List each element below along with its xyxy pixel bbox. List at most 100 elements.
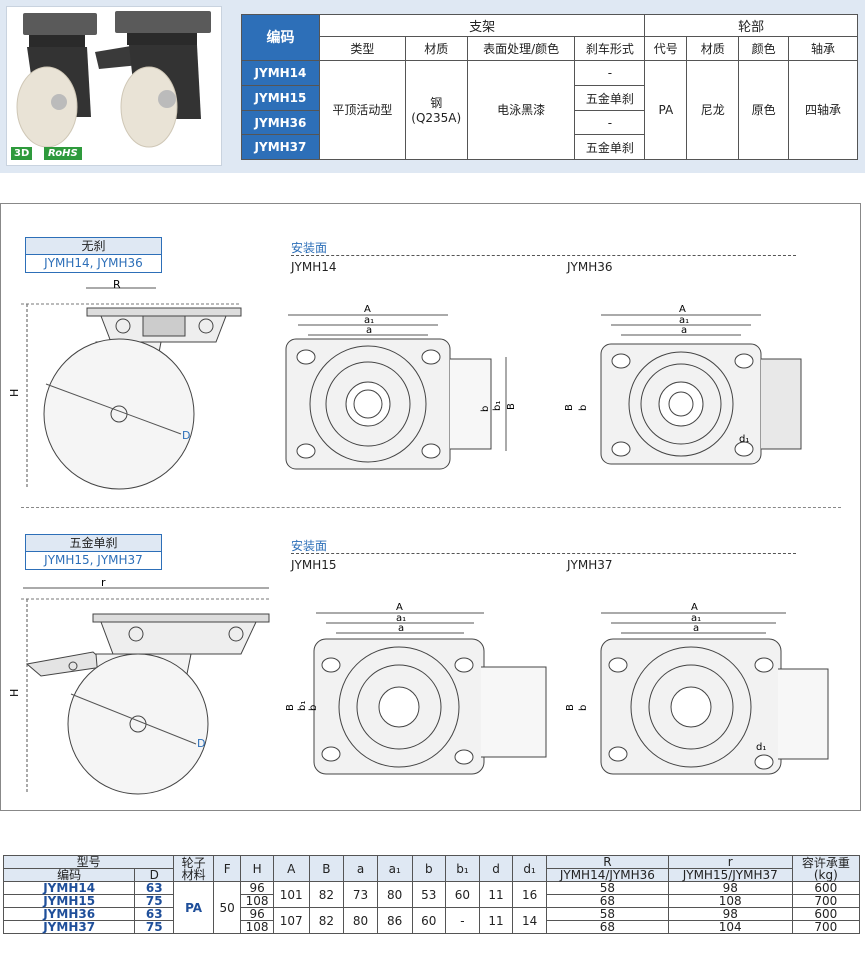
dim-d1-37: d₁ — [756, 742, 766, 753]
th-a: a — [343, 855, 378, 882]
row-F: 50 — [213, 881, 242, 934]
th-b: b — [411, 855, 447, 882]
spec-type: 平顶活动型 — [318, 59, 406, 161]
th-R: R — [545, 855, 669, 869]
row-load: 600 — [791, 881, 861, 895]
dim-a1: a₁ — [364, 315, 374, 326]
dim-b-37: b — [578, 705, 589, 711]
spec-code: JYMH15 — [241, 85, 320, 111]
dim-R: R — [113, 278, 121, 291]
plate-view-jymh14: A a₁ a b b₁ B — [285, 304, 517, 470]
spec-code: JYMH14 — [241, 59, 320, 87]
row-R: 58 — [545, 907, 669, 921]
th-b1: b₁ — [445, 855, 480, 882]
badge-rohs: RoHS — [44, 147, 82, 160]
row-wheel: PA — [173, 881, 215, 934]
spec-surface: 电泳黑漆 — [466, 59, 576, 161]
plate-view-jymh36: A a₁ a d₁ B b F — [564, 304, 802, 465]
th-A: A — [272, 855, 310, 882]
row-r: 98 — [667, 881, 793, 895]
brake-label: 五金单刹 JYMH15, JYMH37 — [25, 534, 162, 570]
mount-heading-1: 安装面 — [291, 241, 328, 255]
side-view-brake: r D H — [8, 576, 270, 795]
row-a1: 86 — [376, 907, 413, 934]
dim-b1-15: b₁ — [297, 701, 308, 711]
dim-B-37: B — [565, 704, 576, 711]
dim-a1-15: a₁ — [396, 613, 406, 624]
dim-a-15: a — [398, 623, 404, 634]
row-H: 108 — [240, 894, 274, 908]
row-d1: 16 — [512, 881, 547, 908]
model-jymh37: JYMH37 — [567, 558, 613, 572]
row-H: 96 — [240, 881, 274, 895]
row-d1: 14 — [512, 907, 547, 934]
row-a1: 80 — [376, 881, 413, 908]
dim-b-15: b — [308, 705, 319, 711]
th-a1: a₁ — [376, 855, 413, 882]
drawing-panel: 无刹 JYMH14, JYMH36 安装面 JYMH14 JYMH36 五金单刹… — [0, 203, 861, 811]
row-load: 700 — [791, 920, 861, 934]
mount-line-2 — [291, 553, 796, 554]
spec-brake: 五金单刹 — [574, 134, 646, 160]
th-model: 型号 — [2, 855, 175, 869]
spec-col: 颜色 — [738, 36, 790, 61]
row-H: 96 — [240, 907, 274, 921]
spec-wheel-code: PA — [644, 59, 688, 161]
row-b: 53 — [411, 881, 447, 908]
row-b1: - — [445, 907, 480, 934]
th-R-sub: JYMH14/JYMH36 — [545, 868, 669, 882]
plate-view-jymh15: A a₁ a B b₁ b — [285, 602, 547, 775]
th-F: F — [213, 855, 242, 882]
dim-A: A — [364, 304, 371, 315]
model-jymh14: JYMH14 — [291, 260, 337, 274]
brake-models: JYMH15, JYMH37 — [44, 553, 143, 567]
row-d: 11 — [478, 907, 514, 934]
row-D: 75 — [134, 894, 175, 908]
th-r-sub: JYMH15/JYMH37 — [667, 868, 793, 882]
mount-heading-2: 安装面 — [291, 539, 328, 553]
spec-col: 类型 — [318, 36, 406, 61]
nobrake-label: 无刹 JYMH14, JYMH36 — [25, 237, 162, 273]
spec-col: 代号 — [644, 36, 688, 61]
spec-bearing: 四轴承 — [788, 59, 858, 161]
th-d: d — [478, 855, 514, 882]
spec-brake: - — [574, 109, 646, 136]
row-A: 101 — [272, 881, 310, 908]
dim-B-15: B — [285, 704, 296, 711]
spec-code: JYMH36 — [241, 109, 320, 136]
row-R: 68 — [545, 920, 669, 934]
spec-band: 3D RoHS 编码 支架 轮部 类型 材质 表面处理/颜色 刹车形式 代号 材… — [0, 0, 865, 173]
dim-a-37: a — [693, 623, 699, 634]
spec-code: JYMH37 — [241, 134, 320, 160]
row-r: 104 — [667, 920, 793, 934]
row-code: JYMH36 — [2, 907, 136, 921]
nobrake-title: 无刹 — [26, 238, 161, 255]
row-r: 108 — [667, 894, 793, 908]
spec-brake: - — [574, 59, 646, 87]
row-d: 11 — [478, 881, 514, 908]
plate-view-jymh37: A a₁ a d₁ B b — [565, 602, 829, 775]
row-load: 600 — [791, 907, 861, 921]
model-jymh36: JYMH36 — [567, 260, 613, 274]
dim-b: b — [480, 406, 491, 412]
row-code: JYMH14 — [2, 881, 136, 895]
th-H: H — [240, 855, 274, 882]
spec-col: 轴承 — [788, 36, 858, 61]
mount-line-1 — [291, 255, 796, 256]
row-B: 82 — [308, 881, 345, 908]
th-D: D — [134, 868, 175, 882]
badge-3d: 3D — [11, 147, 33, 160]
row-r: 98 — [667, 907, 793, 921]
dim-H: H — [8, 389, 21, 397]
dim-B-36: B — [564, 404, 575, 411]
spec-wheel-material: 尼龙 — [686, 59, 740, 161]
spec-wheel-color: 原色 — [738, 59, 790, 161]
product-photo — [6, 6, 222, 166]
spec-wheel-header: 轮部 — [644, 13, 858, 38]
th-r: r — [667, 855, 793, 869]
th-wheel-material: 轮子 材料 — [173, 855, 215, 882]
row-b: 60 — [411, 907, 447, 934]
spec-col: 刹车形式 — [574, 36, 646, 61]
row-B: 82 — [308, 907, 345, 934]
dim-a-36: a — [681, 325, 687, 336]
